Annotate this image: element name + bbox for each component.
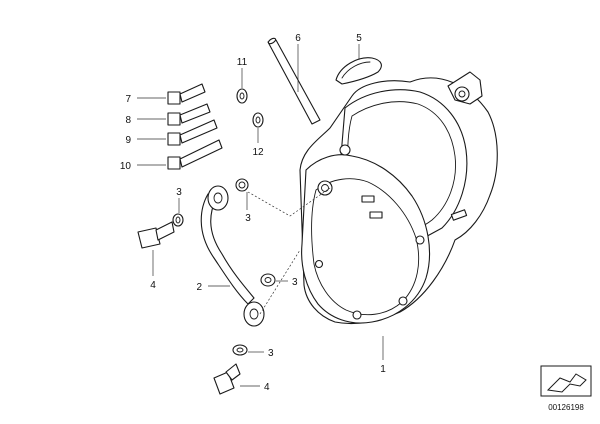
seal-ring-left — [172, 213, 184, 227]
bolt-7 — [167, 83, 206, 105]
banjo-bolt-lower — [213, 363, 241, 395]
callout-1: 1 — [380, 364, 386, 375]
callout-3-upper: 3 — [245, 213, 251, 224]
washer-11 — [236, 88, 248, 104]
reference-symbol — [540, 365, 592, 397]
seal-ring-mid — [260, 273, 276, 287]
banjo-bolt-left — [137, 221, 175, 249]
gasket-seal — [335, 57, 382, 85]
oil-line-pipe — [200, 185, 265, 327]
callout-3-lower: 3 — [268, 348, 274, 359]
leader-lines — [137, 44, 384, 387]
callout-9: 9 — [125, 135, 131, 146]
callout-4-left: 4 — [150, 280, 156, 291]
callout-10: 10 — [120, 161, 132, 172]
callout-8: 8 — [125, 115, 131, 126]
dowel-pin — [267, 37, 321, 125]
housing-cover — [299, 71, 498, 325]
callout-3-mid: 3 — [292, 277, 298, 288]
callout-7: 7 — [125, 94, 131, 105]
bolt-10 — [167, 139, 223, 170]
seal-ring-upper — [235, 178, 249, 192]
callout-4-lower: 4 — [264, 382, 270, 393]
diagram-code: 00126198 — [548, 403, 584, 412]
seal-ring-lower — [232, 344, 248, 356]
bolt-8 — [167, 103, 211, 126]
callout-6: 6 — [295, 33, 301, 44]
callout-12: 12 — [252, 147, 264, 158]
callout-11: 11 — [237, 57, 248, 68]
callout-3-left: 3 — [176, 187, 182, 198]
callout-2: 2 — [196, 282, 202, 293]
washer-12 — [252, 112, 264, 128]
callout-5: 5 — [356, 33, 362, 44]
bolt-9 — [167, 119, 218, 146]
